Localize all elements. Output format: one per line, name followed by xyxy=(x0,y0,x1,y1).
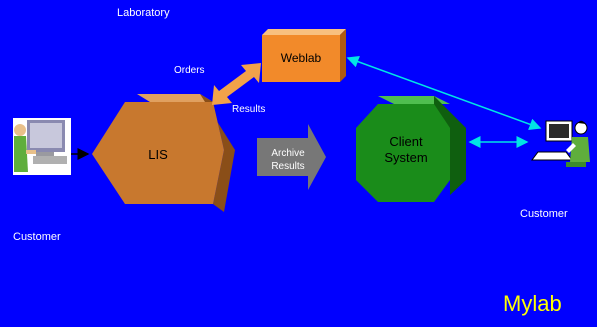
customer-right-label: Customer xyxy=(520,208,568,220)
brand-logo: Mylab xyxy=(503,291,562,316)
weblab-node: Weblab xyxy=(262,29,346,82)
archive-arrow: Archive Results xyxy=(257,124,326,190)
customer-left-label: Customer xyxy=(13,231,61,243)
laptop-user-icon xyxy=(531,120,590,167)
orders-results-arrow xyxy=(212,63,261,105)
client-label-line2: System xyxy=(384,150,427,165)
computer-user-icon xyxy=(13,118,71,175)
weblab-label: Weblab xyxy=(281,51,322,65)
lis-label: LIS xyxy=(148,147,168,162)
client-label-line1: Client xyxy=(389,134,423,149)
lis-node: LIS xyxy=(92,94,235,212)
laboratory-label: Laboratory xyxy=(117,7,170,19)
weblab-customer-connector xyxy=(346,55,542,131)
archive-label-line1: Archive xyxy=(271,148,305,159)
orders-label: Orders xyxy=(174,65,205,76)
results-label: Results xyxy=(232,104,266,115)
client-system-node: Client System xyxy=(356,96,466,202)
archive-label-line2: Results xyxy=(271,161,304,172)
